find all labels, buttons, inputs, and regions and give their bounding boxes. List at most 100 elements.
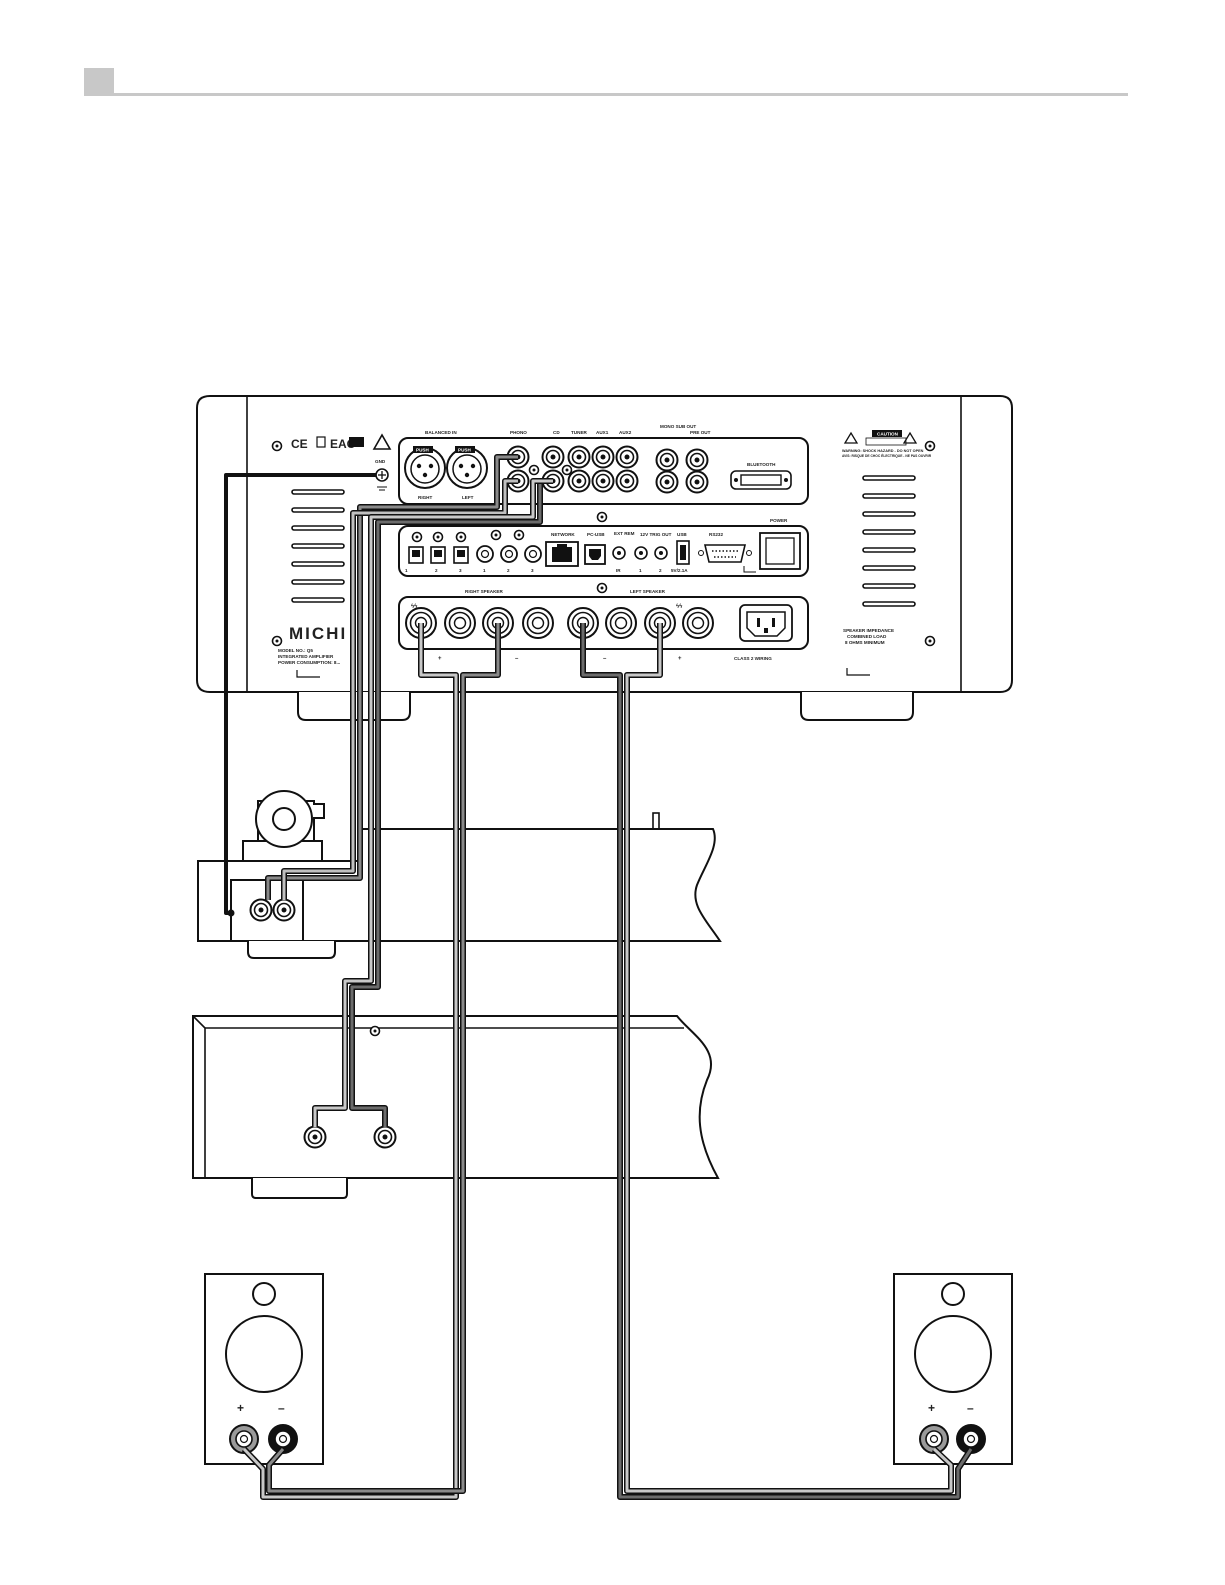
svg-text:RIGHT SPEAKER: RIGHT SPEAKER [465,589,503,594]
svg-text:12V TRIG OUT: 12V TRIG OUT [640,532,672,537]
xlr-right-input[interactable] [404,446,446,489]
vent-slots-right [862,475,916,607]
cd-rca-out-right[interactable] [373,1125,397,1149]
model-line-3: POWER CONSUMPTION: 8... [278,660,340,665]
svg-text:SPEAKER IMPEDANCE: SPEAKER IMPEDANCE [843,628,894,633]
svg-text:3: 3 [459,568,462,573]
optical-input-1[interactable] [408,546,424,564]
aux1-label: AUX1 [596,430,609,435]
speaker-minus-label: – [278,1401,285,1415]
right-speaker: + – [893,1273,1013,1465]
svg-text:USB: USB [677,532,687,537]
speaker-terminal-plus[interactable] [919,1424,949,1454]
aux1-rca-left[interactable] [591,445,615,469]
tuner-rca-left[interactable] [567,445,591,469]
screw-icon [271,635,283,647]
cd-rca-out-left[interactable] [303,1125,327,1149]
pc-usb-port[interactable] [584,544,606,565]
svg-text:2: 2 [435,568,438,573]
pre-out-label: PRE OUT [690,430,711,435]
amplifier-rear-panel: CE EAC GND MICHI MODEL NO.: Q5 INTEGRATE… [196,395,1013,721]
xlr-left-input[interactable] [446,446,488,489]
screw-icon [561,464,573,476]
aux2-rca-right[interactable] [615,469,639,493]
svg-text:3: 3 [531,568,534,573]
turntable-rca-left[interactable] [249,898,273,922]
screw-icon [271,440,283,452]
svg-text:8 OHMS MINIMUM: 8 OHMS MINIMUM [845,640,885,645]
model-line-2: INTEGRATED AMPLIFIER [278,654,334,659]
tweeter [252,1282,276,1306]
screw-icon [369,1025,381,1037]
aux1-rca-right[interactable] [591,469,615,493]
cd-rca-left[interactable] [541,445,565,469]
woofer [225,1315,303,1393]
phono-label: PHONO [510,430,527,435]
speaker-terminal-minus[interactable] [268,1424,298,1454]
phono-cable [265,454,518,900]
screw-icon [596,582,608,594]
balanced-in-label: BALANCED IN [425,430,457,435]
svg-text:ϟϟ: ϟϟ [411,604,418,610]
cd-player-foot [251,1178,348,1199]
speaker-minus-label: – [967,1401,974,1415]
aux2-label: AUX2 [619,430,632,435]
svg-text:AVIS: RISQUE DE CHOC ÉLECTRIQU: AVIS: RISQUE DE CHOC ÉLECTRIQUE - NE PAS… [842,453,932,458]
svg-text:–: – [603,656,607,662]
usb-port[interactable] [676,540,690,565]
cd-label: CD [553,430,560,435]
speaker-terminal-plus[interactable] [229,1424,259,1454]
tuner-rca-right[interactable] [567,469,591,493]
left-speaker-plus-b[interactable] [682,607,714,639]
turntable-rca-right[interactable] [272,898,296,922]
sub-out-rca-1[interactable] [655,448,679,472]
speaker-terminal-minus[interactable] [956,1424,986,1454]
screw-icon [513,529,525,541]
bluetooth-label: BLUETOOTH [747,462,776,467]
svg-text:1: 1 [639,568,642,573]
svg-text:IR: IR [616,568,621,573]
optical-input-3[interactable] [453,546,469,564]
screw-icon [924,635,936,647]
bluetooth-antenna-port[interactable] [730,470,792,490]
rs232-port[interactable] [698,544,752,563]
svg-text:COMBINED LOAD: COMBINED LOAD [847,634,887,639]
svg-text:POWER: POWER [770,518,788,523]
aux2-rca-left[interactable] [615,445,639,469]
power-switch[interactable] [759,532,801,570]
screw-icon [455,531,467,543]
screw-icon [490,529,502,541]
svg-text:RIGHT: RIGHT [418,495,432,500]
svg-text:1: 1 [405,568,408,573]
optical-input-2[interactable] [430,546,446,564]
sub-out-rca-2[interactable] [655,470,679,494]
svg-text:2: 2 [659,568,662,573]
svg-text:5V/2.1A: 5V/2.1A [671,568,688,573]
svg-text:2: 2 [507,568,510,573]
woofer [914,1315,992,1393]
mono-sub-out-label: MONO SUB OUT [660,424,696,429]
vent-slots-left [291,489,345,603]
svg-text:LEFT: LEFT [462,495,474,500]
page-header [84,68,1128,96]
svg-text:ϟϟ: ϟϟ [676,604,683,610]
cd-analog-cable [312,478,553,1127]
network-port[interactable] [545,541,579,567]
svg-text:NETWORK: NETWORK [551,532,575,537]
right-speaker-minus-b[interactable] [522,607,554,639]
speaker-plus-label: + [237,1401,244,1415]
right-speaker-plus-b[interactable] [444,607,476,639]
pre-out-rca-left[interactable] [685,448,709,472]
screw-icon [596,511,608,523]
pre-out-rca-right[interactable] [685,470,709,494]
svg-text:PUSH: PUSH [416,448,429,453]
tweeter [941,1282,965,1306]
screw-icon [432,531,444,543]
ground-wire [224,473,376,915]
header-rule [114,93,1128,96]
iec-power-inlet[interactable] [739,604,793,642]
svg-text:PUSH: PUSH [458,448,471,453]
left-speaker-cable [580,623,974,1500]
left-speaker-minus-b[interactable] [605,607,637,639]
